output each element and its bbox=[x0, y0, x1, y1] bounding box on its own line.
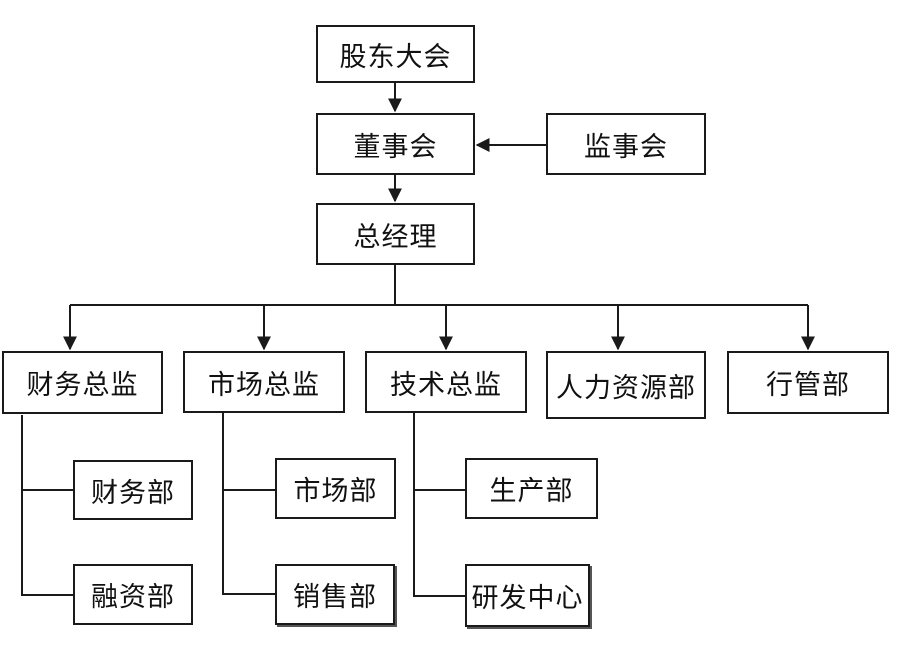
connector-marketing-director-children bbox=[222, 413, 275, 595]
rd-center-box: 研发中心 bbox=[465, 564, 590, 627]
supervisory-box: 监事会 bbox=[546, 113, 706, 175]
general-manager-box: 总经理 bbox=[316, 203, 475, 265]
market-dept-box: 市场部 bbox=[275, 458, 396, 519]
production-dept-box: 生产部 bbox=[465, 458, 598, 519]
finance-dept-box: 财务部 bbox=[73, 460, 193, 520]
admin-box: 行管部 bbox=[727, 351, 889, 414]
financing-dept-box: 融资部 bbox=[73, 564, 193, 625]
hr-box: 人力资源部 bbox=[546, 351, 706, 419]
finance-director-box: 财务总监 bbox=[2, 351, 163, 414]
marketing-director-box: 市场总监 bbox=[183, 351, 345, 413]
connector-finance-director-children bbox=[21, 415, 73, 596]
sales-dept-box: 销售部 bbox=[275, 564, 395, 625]
connector-tech-director-children bbox=[413, 413, 465, 597]
board-box: 董事会 bbox=[316, 113, 475, 175]
tech-director-box: 技术总监 bbox=[365, 351, 527, 413]
shareholders-box: 股东大会 bbox=[316, 25, 475, 83]
